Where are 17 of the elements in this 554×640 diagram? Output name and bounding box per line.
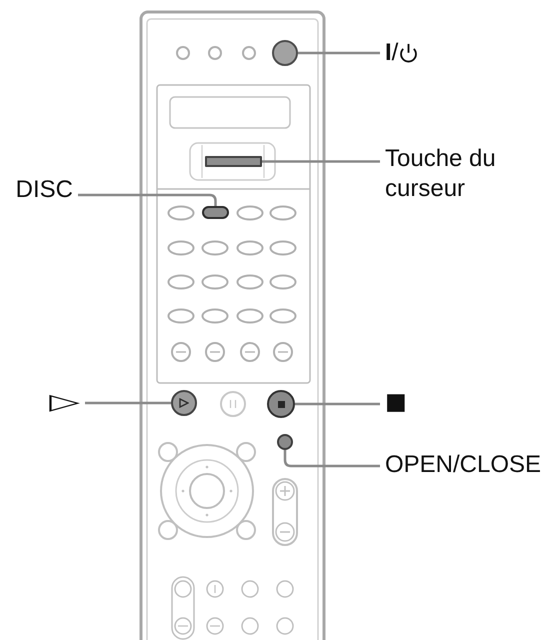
callout-label: ▷ — [49, 391, 80, 413]
callout-label: I/ — [385, 39, 398, 67]
leader-line — [295, 402, 380, 406]
power-button — [272, 40, 298, 66]
play-button — [171, 390, 197, 416]
leader-line — [298, 52, 380, 54]
leader-line — [85, 402, 171, 404]
cursor-key — [205, 156, 262, 167]
callout-label: Touche du curseur — [385, 144, 515, 204]
callout-label: OPEN/CLOSE — [385, 451, 542, 479]
leader-line — [78, 194, 217, 206]
callout-label: DISC — [16, 176, 73, 204]
stop-button — [267, 390, 295, 418]
leader-line — [262, 160, 380, 163]
disc-button — [202, 206, 229, 219]
callout-label: ■ — [385, 390, 407, 414]
open-close-button — [277, 434, 293, 450]
